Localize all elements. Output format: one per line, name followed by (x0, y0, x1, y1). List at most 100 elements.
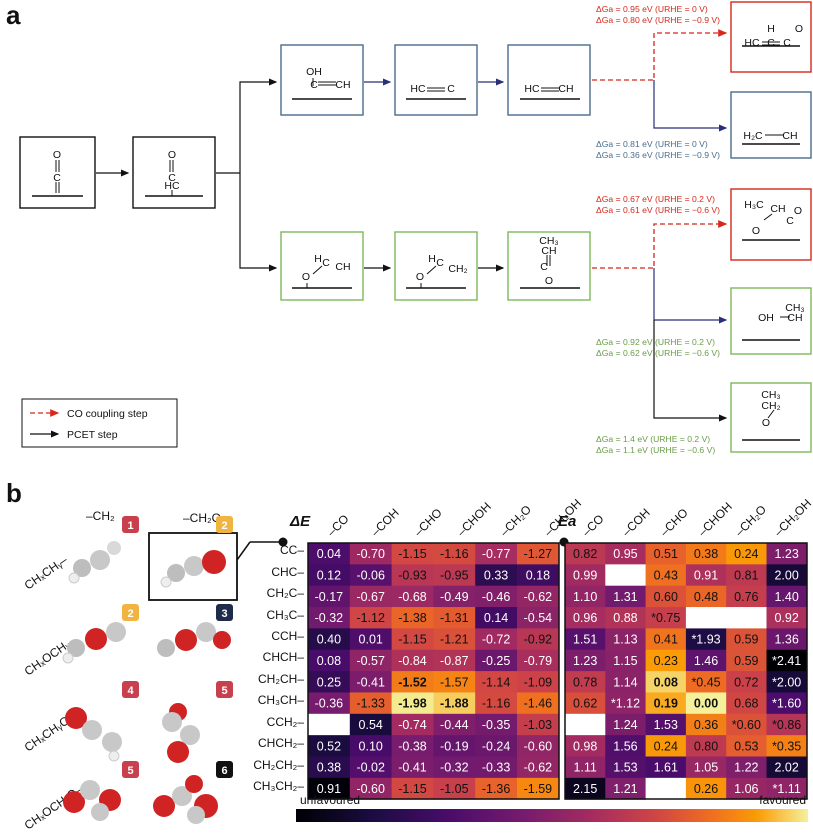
heatmap-value: *1.11 (773, 782, 801, 796)
heatmap-value: -1.52 (398, 675, 427, 689)
branch-line (216, 78, 278, 174)
svg-text:5: 5 (127, 765, 133, 777)
model-6 (153, 775, 218, 824)
svg-text:C: C (53, 172, 61, 184)
heatmap-cell (475, 628, 518, 651)
heatmap-cell (308, 777, 351, 800)
heatmap-cell (391, 692, 434, 715)
heatmap-value: -0.57 (356, 654, 385, 668)
box-l5 (730, 287, 812, 355)
svg-text:CHCH–: CHCH– (263, 650, 305, 664)
heatmap-value: *0.86 (772, 718, 801, 732)
heatmap-value: -0.95 (440, 569, 469, 583)
heatmap-value: *2.00 (772, 675, 801, 689)
heatmap-value: 0.82 (573, 547, 597, 561)
heatmap-value: -0.79 (524, 654, 553, 668)
badge-2a (216, 516, 233, 533)
heatmap-cell (349, 735, 393, 757)
heatmap-cell (726, 543, 767, 565)
svg-text:6: 6 (221, 765, 227, 777)
heatmap-value: -1.31 (440, 611, 469, 625)
heatmap-cell (766, 756, 808, 779)
heatmap-value: -0.72 (482, 633, 511, 647)
heatmap-value: -0.17 (315, 590, 344, 604)
heatmap-cell (433, 628, 476, 651)
dE-heatmap-frame (307, 542, 560, 800)
heatmap-value: -1.16 (482, 697, 511, 711)
heatmap-value: 0.41 (654, 633, 678, 647)
heatmap-cell (475, 585, 518, 608)
heatmap-cell (645, 607, 687, 629)
molecule-models (62, 532, 282, 824)
heatmap-cell (565, 649, 606, 672)
svg-text:CH: CH (770, 203, 785, 215)
energy-annotations: ΔGa = 0.95 eV (URHE = 0 V) ΔGa = 0.80 eV… (596, 4, 720, 455)
heatmap-value: 1.14 (613, 675, 637, 689)
heatmap-cell (475, 649, 518, 672)
legend-box (21, 398, 178, 448)
heatmap-value: 1.06 (734, 782, 758, 796)
svg-text:O: O (752, 225, 760, 237)
dE-heatmap: 0.04-0.70-1.15-1.16-0.77-1.270.12-0.06-0… (308, 543, 560, 800)
heatmap-value: -0.54 (524, 611, 553, 625)
box-u5 (730, 91, 812, 159)
heatmap-cell (391, 777, 434, 800)
heatmap-cell (433, 692, 476, 715)
heatmap-cell (475, 735, 518, 757)
svg-text:C: C (786, 215, 794, 227)
heatmap-value: 0.08 (654, 675, 678, 689)
heatmap-cell (645, 649, 687, 672)
heatmap-cell (349, 585, 393, 608)
heatmap-cell (685, 692, 727, 715)
heatmap-value: -0.02 (356, 761, 385, 775)
heatmap-cell-empty (308, 713, 350, 736)
heatmap-value: -0.33 (482, 761, 511, 775)
heatmap-value: 0.53 (734, 739, 758, 753)
heatmap-value: 0.33 (484, 569, 508, 583)
heatmap-value: 0.01 (359, 633, 383, 647)
pcet-arrow-upper (653, 80, 728, 132)
heatmap-cell (645, 692, 687, 715)
heatmap-cell-empty (726, 607, 767, 629)
panel-a: a (6, 0, 812, 455)
heatmap-value: 0.48 (694, 590, 718, 604)
heatmap-cell (433, 713, 476, 736)
svg-text:CHC–: CHC– (271, 565, 304, 579)
heatmap-cell (308, 607, 351, 629)
svg-text:ΔGa = 0.62 eV (URHE = −0.6 V): ΔGa = 0.62 eV (URHE = −0.6 V) (596, 348, 720, 358)
heatmap-cell (685, 585, 727, 608)
heatmap-cell (685, 564, 727, 587)
box-l3 (507, 231, 591, 301)
svg-text:1: 1 (127, 520, 133, 532)
svg-text:OH: OH (306, 66, 322, 78)
heatmap-value: -0.84 (398, 654, 427, 668)
legend: CO coupling step PCET step (21, 398, 178, 448)
heatmap-value: *1.93 (691, 633, 720, 647)
heatmap-cell (391, 564, 434, 587)
heatmap-cell (685, 735, 727, 757)
heatmap-value: -1.15 (398, 782, 427, 796)
heatmap-cell-empty (685, 607, 727, 629)
svg-text:5: 5 (221, 685, 227, 697)
model-5b (63, 780, 121, 821)
svg-text:–CH₂O: –CH₂O (732, 502, 769, 539)
heatmap-cell (349, 671, 393, 693)
heatmap-value: *1.60 (772, 697, 801, 711)
heatmap-value: -0.77 (482, 547, 511, 561)
svg-text:3: 3 (221, 608, 227, 620)
heatmap-value: -0.70 (356, 547, 385, 561)
heatmap-cell (433, 564, 476, 587)
branch-line-lower (239, 173, 278, 272)
heatmap-cell (605, 713, 647, 736)
heatmap-cell (605, 607, 647, 629)
box-hcco (132, 136, 216, 209)
heatmap-value: *0.45 (691, 675, 720, 689)
heatmap-cell (726, 713, 767, 736)
colorbar-left-label: unfavoured (300, 793, 360, 807)
heatmap-value: 0.54 (359, 718, 383, 732)
heatmap-cell (605, 628, 647, 651)
co-coupling-arrow-lower (592, 220, 728, 269)
heatmap-value: 0.23 (654, 654, 678, 668)
heatmap-value: -0.87 (440, 654, 469, 668)
heatmap-cell (517, 713, 560, 736)
